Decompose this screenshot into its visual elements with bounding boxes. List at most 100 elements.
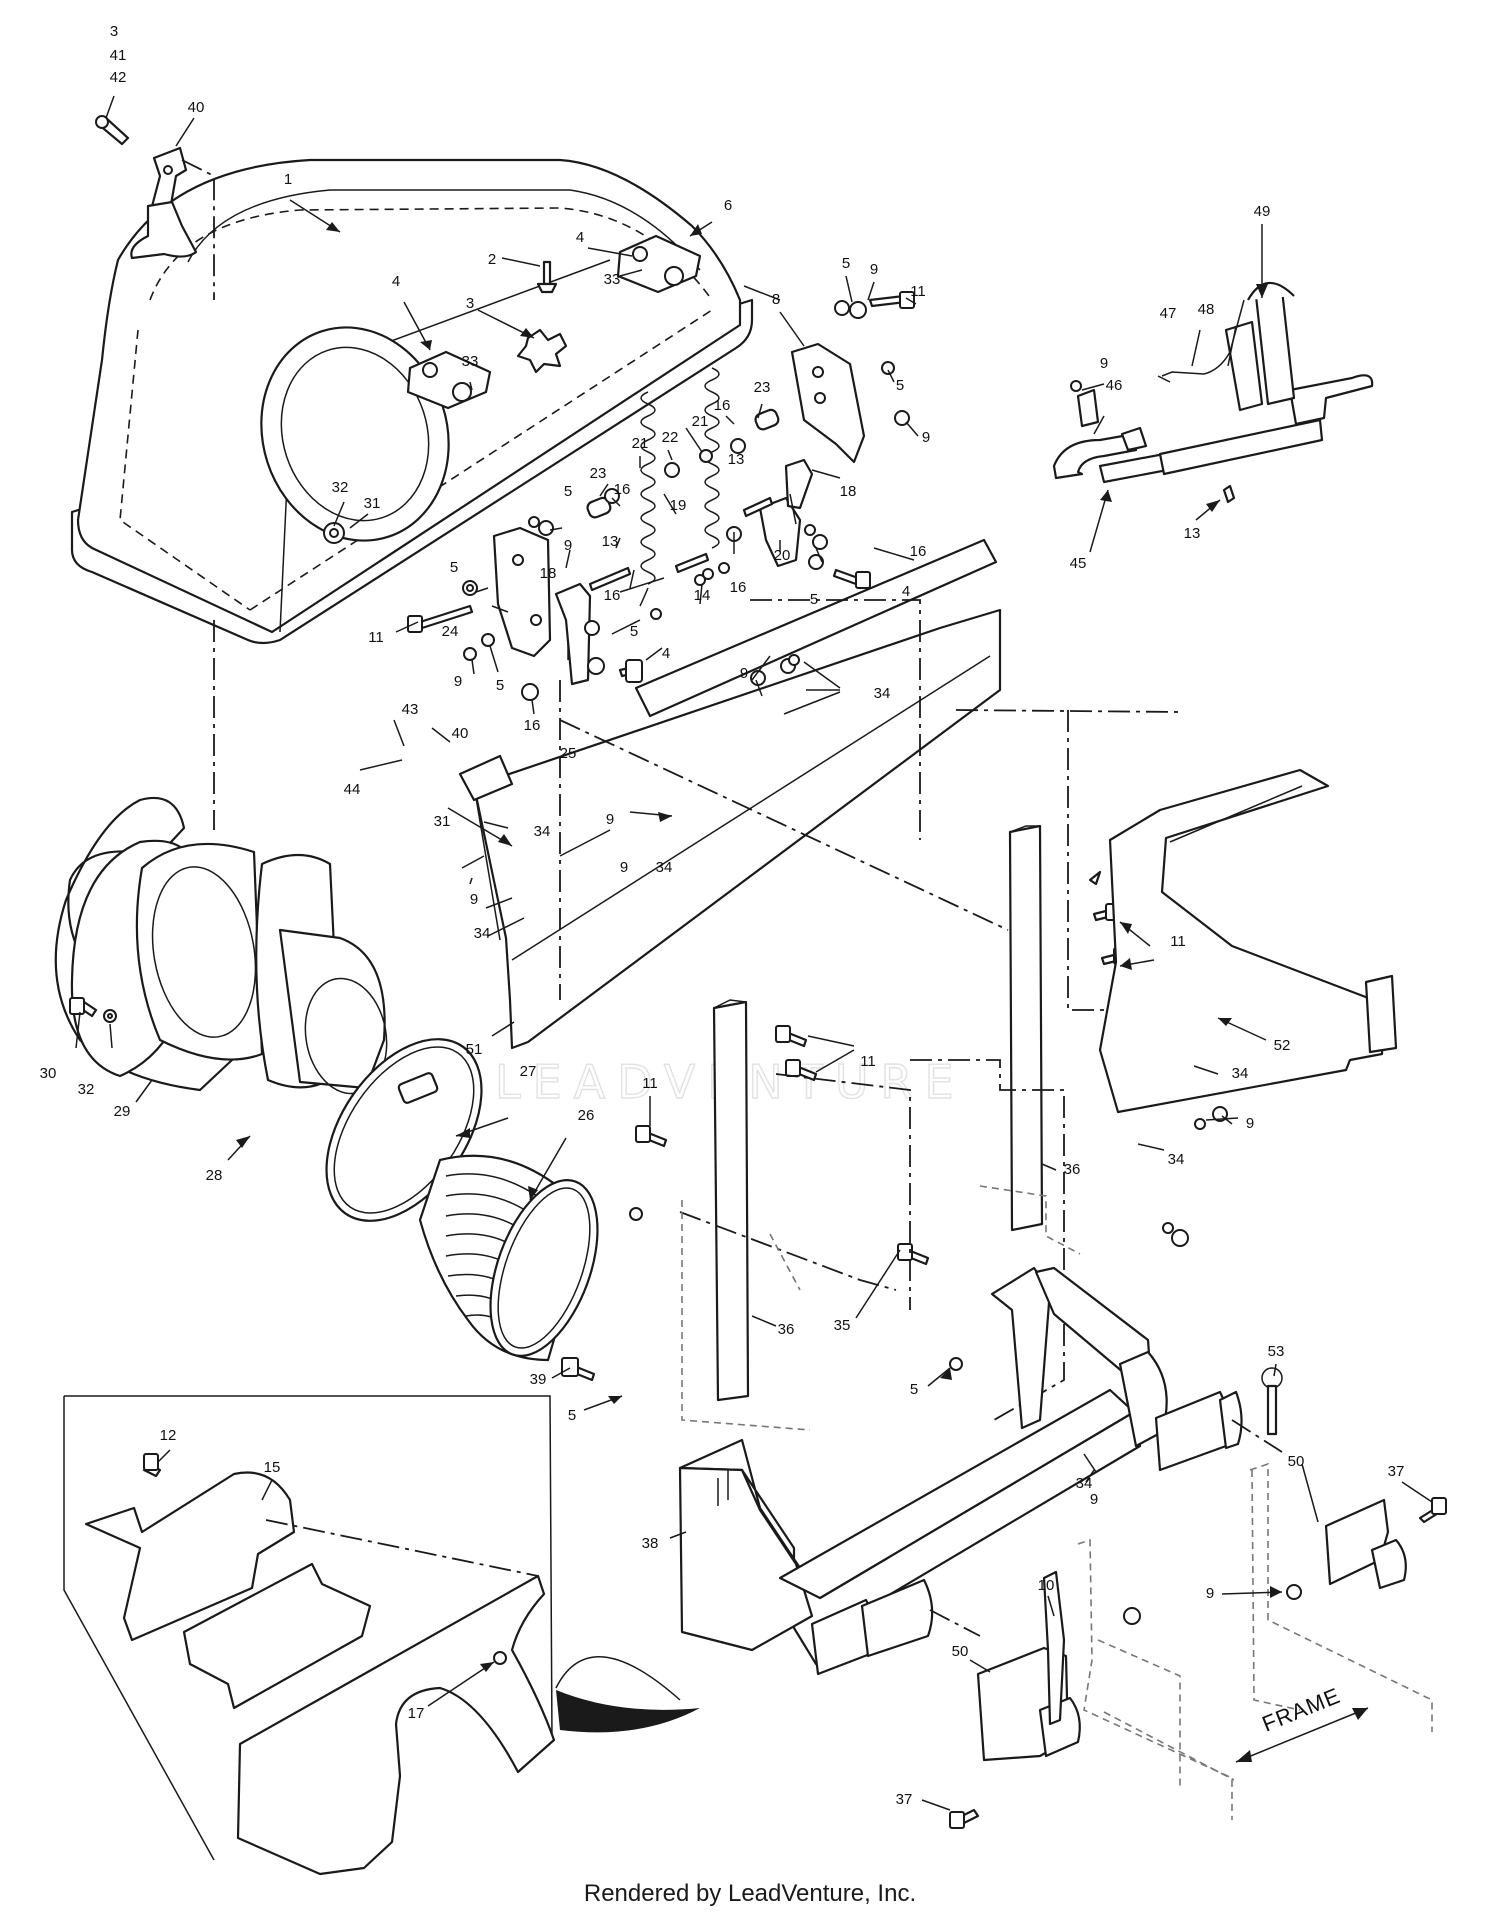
upright-right	[1008, 824, 1044, 1232]
callout-23-right: 23	[754, 379, 771, 396]
frame-arrow: FRAME	[1235, 1683, 1369, 1763]
callout-4-hinge-left: 4	[392, 273, 400, 290]
flex-hose	[418, 1154, 599, 1362]
callout-34-upper: 34	[534, 823, 551, 840]
hood-latch	[130, 146, 198, 260]
callout-34-mid: 34	[656, 859, 673, 876]
frame-label: FRAME	[1259, 1683, 1344, 1737]
callout-34-lower: 34	[474, 925, 491, 942]
callout-38: 38	[642, 1535, 659, 1552]
upright-left	[712, 999, 750, 1402]
inset-detail-box	[63, 1395, 700, 1876]
callout-11-left: 11	[368, 629, 384, 646]
callout-11-top: 11	[910, 283, 926, 300]
pivot-bracket-left	[976, 1570, 1081, 1762]
callout-21-right: 21	[692, 413, 709, 430]
callout-9-mid: 9	[606, 811, 614, 828]
callout-48: 48	[1198, 301, 1215, 318]
callout-numbers: 3 41 42 40 1 2 3 4 4 6 33 33 32 31 5 9 1…	[40, 23, 1405, 1808]
callout-9-left-top: 9	[564, 537, 572, 554]
callout-24: 24	[442, 623, 459, 640]
callout-13-assembly: 13	[1184, 525, 1201, 542]
callout-14: 14	[694, 587, 711, 604]
pivot-bracket-right	[1324, 1498, 1407, 1590]
callout-4-right: 4	[902, 583, 910, 600]
callout-50-right: 50	[1288, 1453, 1305, 1470]
callout-5-right: 5	[896, 377, 904, 394]
callout-5-bottom: 5	[910, 1381, 918, 1398]
callout-52: 52	[1274, 1037, 1291, 1054]
callout-15: 15	[264, 1459, 281, 1476]
callout-5-center: 5	[630, 623, 638, 640]
callout-36-right: 36	[1064, 1161, 1081, 1178]
callout-41: 41	[110, 47, 127, 64]
hood-cover	[70, 158, 754, 645]
callout-16-mid: 16	[604, 587, 621, 604]
callout-44: 44	[344, 781, 361, 798]
tractor-frame-reference	[1077, 1462, 1433, 1820]
callout-5-left-lower: 5	[496, 677, 504, 694]
callout-31-lower: 31	[434, 813, 451, 830]
callout-18-right: 18	[840, 483, 857, 500]
callout-11-center: 11	[860, 1053, 876, 1070]
bag-cylinder-bracket	[1157, 281, 1296, 412]
callout-1: 1	[284, 171, 292, 188]
callout-5-right-lower: 5	[810, 591, 818, 608]
hinge-bracket-left	[492, 526, 552, 658]
callout-5-left-top: 5	[564, 483, 572, 500]
callout-20: 20	[774, 547, 791, 564]
callout-16-right: 16	[910, 543, 927, 560]
render-credit: Rendered by LeadVenture, Inc.	[583, 1880, 917, 1907]
duct-flange	[135, 842, 264, 1061]
callout-10: 10	[1038, 1577, 1055, 1594]
callout-33-left: 33	[462, 353, 479, 370]
callout-29: 29	[114, 1103, 131, 1120]
callout-21-left: 21	[632, 435, 649, 452]
hood-hinge-right	[616, 234, 702, 294]
callout-5-bottom-left: 5	[568, 1407, 576, 1424]
callout-5-left: 5	[450, 559, 458, 576]
callout-35: 35	[834, 1317, 851, 1334]
callout-43: 43	[402, 701, 419, 718]
callout-9-frame: 9	[1206, 1585, 1214, 1602]
callout-9-left: 9	[454, 673, 462, 690]
latch-screw	[95, 115, 130, 146]
callout-3-washer: 3	[466, 295, 474, 312]
callout-9-right: 9	[922, 429, 930, 446]
callout-11-lower: 11	[642, 1075, 658, 1092]
lower-hitch-frame	[678, 1266, 1243, 1676]
callout-3: 3	[110, 23, 118, 40]
callout-34-right: 34	[1232, 1065, 1249, 1082]
leader-arrowheads	[236, 222, 1282, 1672]
callout-40: 40	[188, 99, 205, 116]
mount-channel	[458, 538, 1002, 1050]
callout-2: 2	[488, 251, 496, 268]
spring-left	[639, 391, 656, 607]
callout-45: 45	[1070, 555, 1087, 572]
star-washer	[516, 328, 568, 374]
bag-support-assembly	[1052, 374, 1374, 484]
callout-16-left: 16	[614, 481, 631, 498]
spacer-right	[754, 408, 780, 431]
hinge-arm-left	[554, 582, 592, 686]
callout-4-center: 4	[662, 645, 670, 662]
callout-8: 8	[772, 291, 780, 308]
callout-37-right: 37	[1388, 1463, 1405, 1480]
callout-16-bottom: 16	[524, 717, 541, 734]
callout-9-top: 9	[870, 261, 878, 278]
hinge-arm-right	[758, 458, 814, 568]
callout-49: 49	[1254, 203, 1271, 220]
callout-13-left: 13	[602, 533, 619, 550]
callout-25: 25	[560, 745, 577, 762]
callout-36-left: 36	[778, 1321, 795, 1338]
callout-12: 12	[160, 1427, 177, 1444]
hood-hinge-left	[406, 350, 492, 410]
callout-6: 6	[724, 197, 732, 214]
callout-34-right-lower: 34	[1168, 1151, 1185, 1168]
callout-37-left: 37	[896, 1791, 913, 1808]
callout-31: 31	[364, 495, 381, 512]
callout-18-left: 18	[540, 565, 557, 582]
callout-4-hinge-right: 4	[576, 229, 584, 246]
